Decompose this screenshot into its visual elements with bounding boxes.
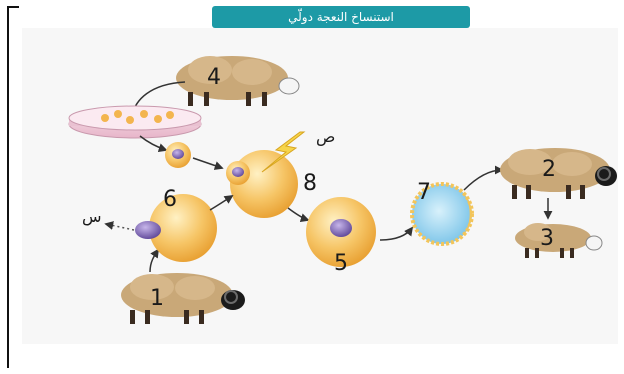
label-8: 8 — [303, 171, 317, 196]
petri-dish — [69, 106, 201, 138]
donor-cell — [165, 142, 191, 168]
label-sad: ص — [316, 127, 335, 147]
label-6: 6 — [163, 187, 177, 212]
label-3: 3 — [540, 226, 554, 251]
label-5: 5 — [334, 251, 348, 276]
label-4: 4 — [207, 65, 221, 90]
label-sin: س — [82, 207, 102, 226]
label-1: 1 — [150, 286, 164, 311]
label-7: 7 — [417, 180, 431, 205]
label-2: 2 — [542, 157, 556, 182]
